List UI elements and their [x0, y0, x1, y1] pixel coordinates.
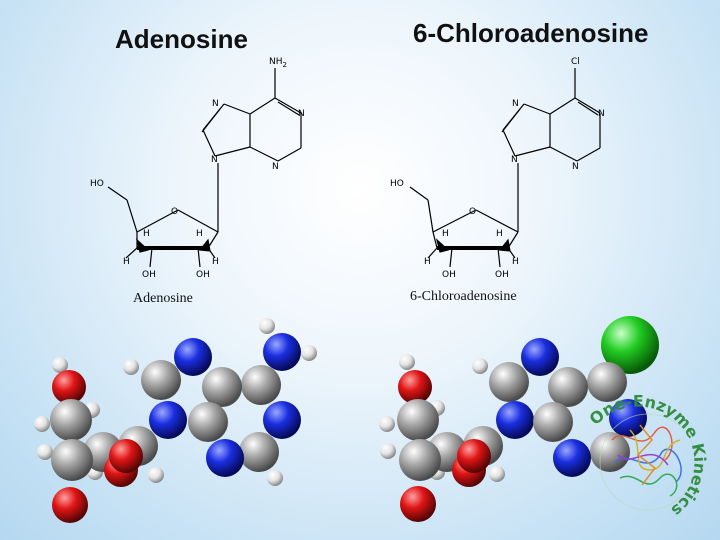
- oh-label: OH: [442, 270, 456, 280]
- oh-label: OH: [142, 270, 156, 280]
- nitrogen-atom: [553, 439, 591, 477]
- oxygen-atom: [109, 439, 143, 473]
- h-label: H: [424, 257, 431, 267]
- adenosine-caption: Adenosine: [133, 291, 193, 306]
- h-label: H: [123, 257, 130, 267]
- carbon-atom: [202, 367, 242, 407]
- carbon-atom: [590, 432, 630, 472]
- nitrogen-atom: [496, 401, 534, 439]
- chloroadenosine-structure: [409, 68, 601, 268]
- hydrogen-atom: [34, 416, 50, 432]
- carbon-atom: [141, 360, 181, 400]
- protein-ribbon-icon: [611, 424, 682, 497]
- hydrogen-atom: [148, 467, 164, 483]
- h-label: H: [442, 229, 449, 239]
- carbon-atom: [397, 399, 439, 441]
- oxygen-atom: [52, 370, 86, 404]
- oh-label: OH: [196, 270, 210, 280]
- chloroadenosine-3d-model: [379, 316, 659, 522]
- oh-label: OH: [495, 270, 509, 280]
- ho-label: HO: [90, 179, 104, 189]
- oxygen-atom: [400, 486, 436, 522]
- n3-label: N: [572, 162, 579, 172]
- n7-label: N: [512, 99, 519, 109]
- n9-label: N: [511, 155, 518, 165]
- hydrogen-atom: [472, 358, 488, 374]
- hydrogen-atom: [380, 443, 396, 459]
- carbon-atom: [489, 362, 529, 402]
- hydrogen-atom: [52, 357, 68, 373]
- n9-label: N: [211, 155, 218, 165]
- carbon-atom: [51, 439, 93, 481]
- cl-label: Cl: [571, 57, 580, 67]
- carbon-atom: [239, 432, 279, 472]
- n1-label: N: [598, 109, 605, 119]
- oxygen-atom: [52, 487, 88, 523]
- carbon-atom: [188, 402, 228, 442]
- nitrogen-atom: [263, 333, 301, 371]
- carbon-atom: [587, 362, 627, 402]
- hydrogen-atom: [267, 470, 283, 486]
- hydrogen-atom: [37, 444, 53, 460]
- chloroadenosine-title: 6-Chloroadenosine: [413, 18, 649, 48]
- h-label: H: [143, 229, 150, 239]
- hydrogen-atom: [301, 345, 317, 361]
- adenosine-title: Adenosine: [115, 24, 248, 54]
- nitrogen-atom: [263, 401, 301, 439]
- hydrogen-atom: [489, 466, 505, 482]
- hydrogen-atom: [379, 416, 395, 432]
- h-label: H: [496, 229, 503, 239]
- adenosine-atom-labels: NH2 N N N N HO O H H H H OH OH: [90, 57, 305, 280]
- carbon-atom: [399, 439, 441, 481]
- ho-label: HO: [390, 179, 404, 189]
- ring-oxygen-label: O: [171, 207, 178, 217]
- nitrogen-atom: [149, 401, 187, 439]
- h-label: H: [196, 229, 203, 239]
- n3-label: N: [272, 162, 279, 172]
- carbon-atom: [241, 365, 281, 405]
- adenosine-structure: [107, 68, 302, 268]
- nh2-label: NH2: [269, 57, 287, 69]
- chlorine-atom: [601, 316, 659, 374]
- chloroadenosine-atom-labels: Cl N N N N HO O H H H H OH OH: [390, 57, 605, 280]
- nitrogen-atom: [206, 439, 244, 477]
- adenosine-3d-model: [34, 318, 317, 523]
- carbon-atom: [50, 399, 92, 441]
- hydrogen-atom: [259, 318, 275, 334]
- carbon-atom: [533, 402, 573, 442]
- oxygen-atom: [457, 439, 491, 473]
- hydrogen-atom: [123, 359, 139, 375]
- carbon-atom: [548, 367, 588, 407]
- nitrogen-atom: [174, 338, 212, 376]
- n7-label: N: [212, 99, 219, 109]
- ring-oxygen-label: O: [469, 207, 476, 217]
- h-label: H: [212, 257, 219, 267]
- hydrogen-atom: [399, 354, 415, 370]
- nitrogen-atom: [521, 338, 559, 376]
- oxygen-atom: [398, 370, 432, 404]
- chloroadenosine-caption: 6-Chloroadenosine: [410, 289, 517, 304]
- n1-label: N: [298, 109, 305, 119]
- h-label: H: [512, 257, 519, 267]
